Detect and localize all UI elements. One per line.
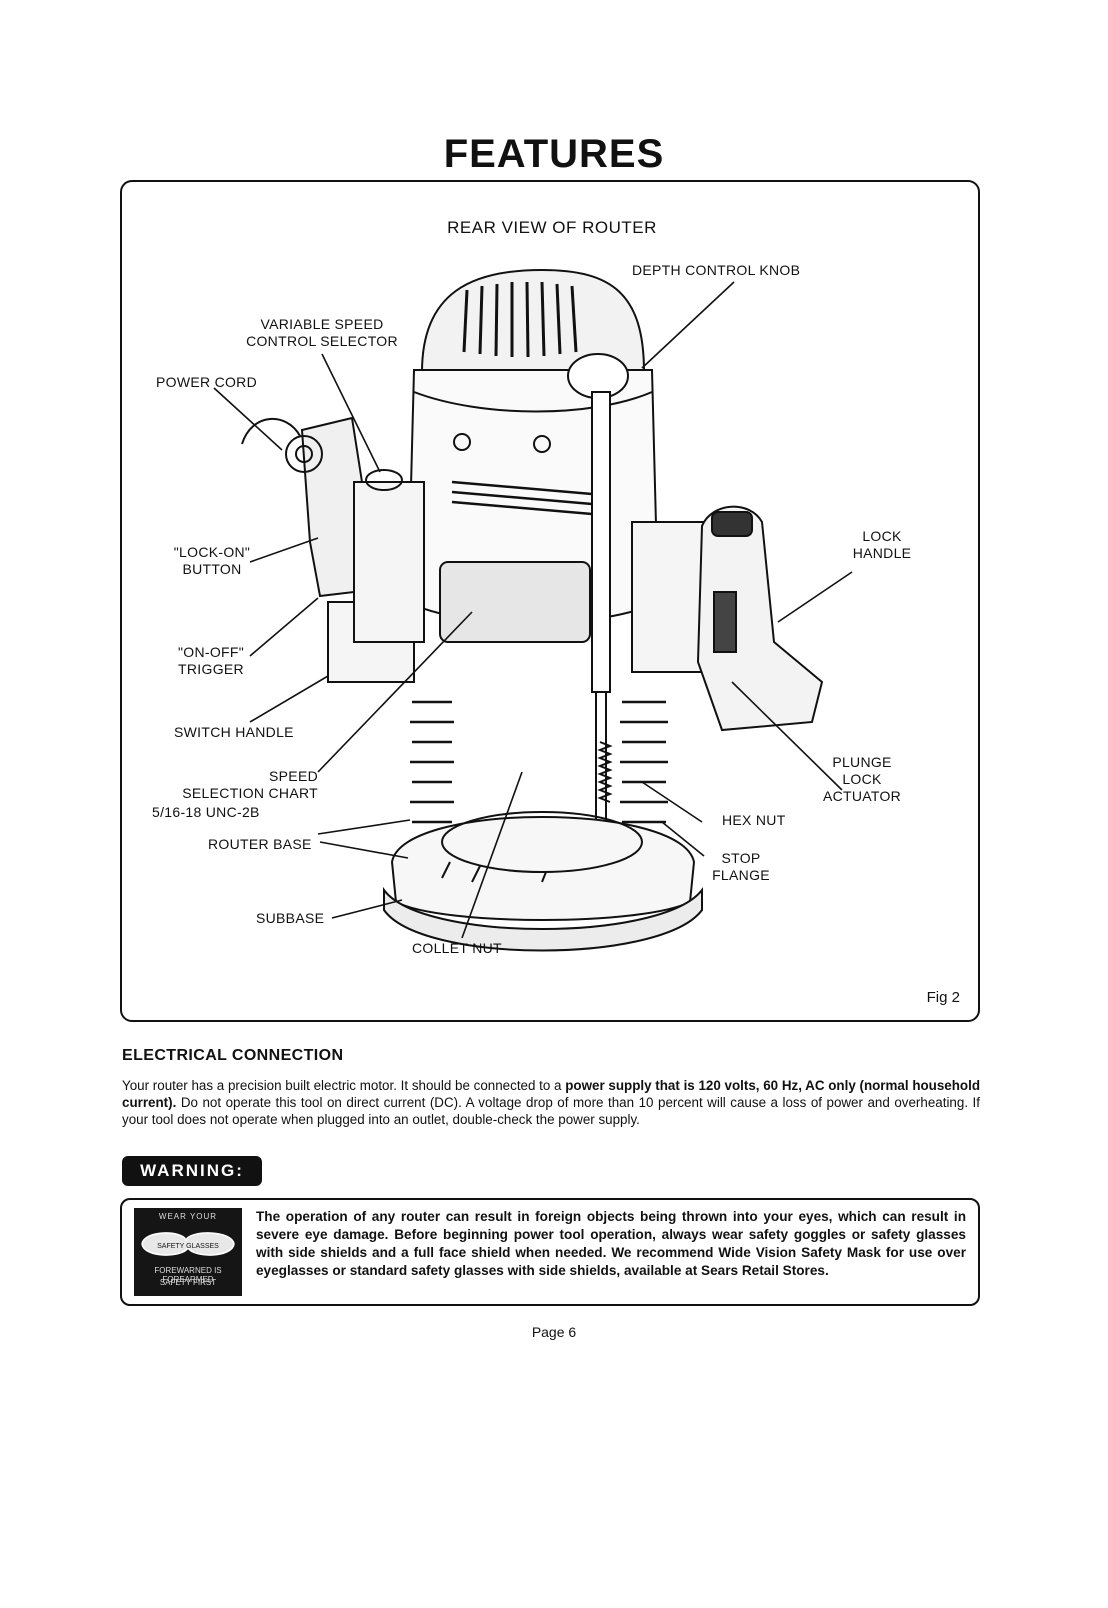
label-collet-nut: COLLET NUT (412, 940, 502, 956)
label-thread-spec: 5/16-18 UNC-2B (152, 804, 260, 820)
depth-rod (591, 391, 611, 693)
speed-chart-window (439, 561, 591, 643)
label-plunge-lock-actuator: PLUNGE LOCK ACTUATOR (822, 754, 902, 804)
right-spring (620, 700, 668, 844)
page-title: FEATURES (443, 132, 665, 176)
safety-glasses-icon: WEAR YOUR SAFETY GLASSES FOREWARNED IS F… (134, 1208, 242, 1296)
label-power-cord: POWER CORD (156, 374, 257, 390)
label-subbase: SUBBASE (256, 910, 325, 926)
figure-number: Fig 2 (926, 989, 960, 1006)
warning-text: The operation of any router can result i… (256, 1209, 966, 1278)
label-speed-selection-chart: SPEED SELECTION CHART (182, 768, 318, 801)
svg-text:SAFETY GLASSES: SAFETY GLASSES (157, 1243, 219, 1250)
label-depth-control-knob: DEPTH CONTROL KNOB (632, 262, 801, 278)
electrical-heading: ELECTRICAL CONNECTION (122, 1047, 344, 1064)
router-illustration (213, 268, 853, 952)
label-on-off-trigger: "ON-OFF" TRIGGER (178, 644, 244, 677)
label-lock-handle: LOCK HANDLE (852, 528, 912, 561)
figure-title: REAR VIEW OF ROUTER (447, 218, 657, 237)
label-hex-nut: HEX NUT (722, 812, 786, 828)
warning-badge: WARNING: (122, 1156, 262, 1186)
motor-cap (420, 268, 646, 373)
label-variable-speed: VARIABLE SPEED CONTROL SELECTOR (246, 316, 398, 349)
lock-handle (696, 505, 824, 732)
left-spring (410, 700, 454, 844)
page-number: Page 6 (531, 1324, 577, 1340)
label-lock-on-button: "LOCK-ON" BUTTON (173, 544, 251, 577)
warning-panel: WEAR YOUR SAFETY GLASSES FOREWARNED IS F… (120, 1198, 980, 1306)
label-switch-handle: SWITCH HANDLE (174, 724, 294, 740)
router-base (390, 816, 696, 921)
label-stop-flange: STOP FLANGE (712, 850, 770, 883)
electrical-body: Your router has a precision built electr… (122, 1078, 981, 1127)
figure-panel: REAR VIEW OF ROUTER (120, 180, 980, 1022)
label-router-base: ROUTER BASE (208, 836, 312, 852)
